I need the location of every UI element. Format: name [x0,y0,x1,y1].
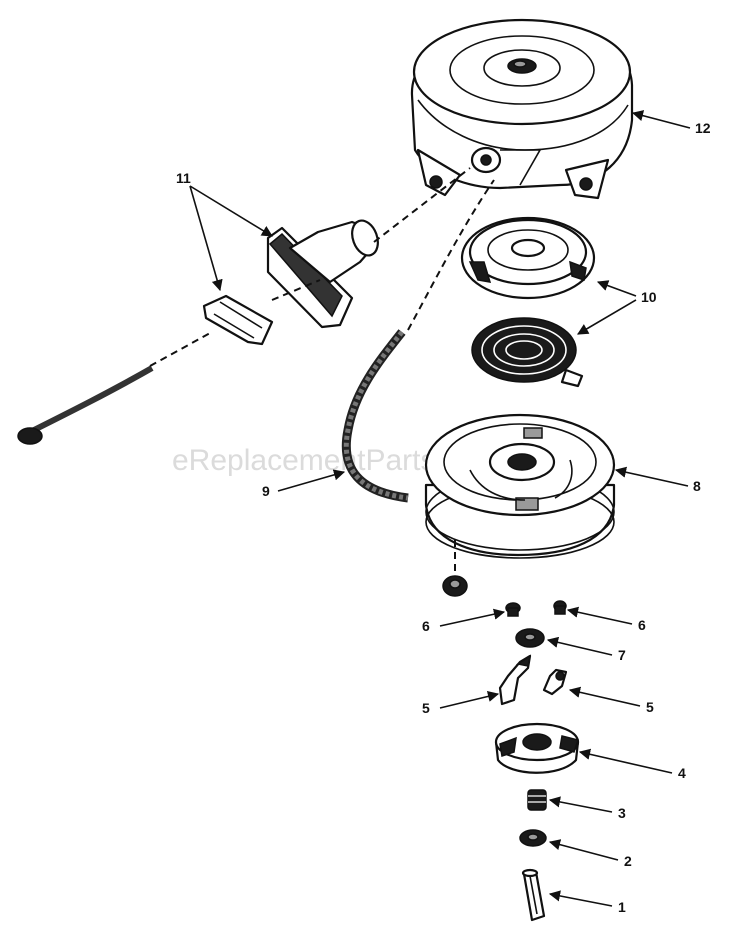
callout-11: 11 [176,170,191,186]
callout-9: 9 [262,483,270,499]
leader-7 [546,636,613,656]
leader-8 [614,466,689,487]
screw-left [505,602,521,617]
callout-6-right: 6 [638,617,646,633]
leader-5-right [568,686,641,707]
callout-7: 7 [618,647,626,663]
callout-10: 10 [641,289,657,305]
assembly-line [149,331,213,367]
leader-4 [578,748,673,774]
leader-5-left [439,690,500,709]
leader-10b [577,299,637,335]
rope-end [28,365,154,435]
leader-3 [548,796,613,813]
rope-pulley [424,413,616,559]
nut [442,575,468,597]
starter-housing [410,18,634,200]
leader-9 [277,469,346,492]
callout-3: 3 [618,805,626,821]
callout-4: 4 [678,765,686,781]
leader-6-left [439,608,506,627]
flat-washer [519,829,547,847]
pawl-left [498,654,532,706]
pawl-right [542,668,568,696]
callout-5-left: 5 [422,700,430,716]
leader-1 [548,890,613,907]
leader-6-right [566,606,633,625]
screw-right [553,600,567,615]
compression-spring [527,789,547,811]
leader-2 [548,839,619,861]
starter-handle [266,219,379,329]
handle-insert [202,294,274,346]
spring-retainer [460,216,596,300]
callout-8: 8 [693,478,701,494]
callout-5-right: 5 [646,699,654,715]
pawl-cup [494,722,580,774]
callout-1: 1 [618,899,626,915]
leader-11a [189,185,273,237]
recoil-spring [471,317,584,388]
leader-11b [189,185,223,292]
callout-6-left: 6 [422,618,430,634]
callout-12: 12 [695,120,711,136]
callout-2: 2 [624,853,632,869]
leader-12 [631,110,691,129]
center-pin [521,868,546,922]
washer [515,628,545,648]
leader-10a [596,280,637,297]
